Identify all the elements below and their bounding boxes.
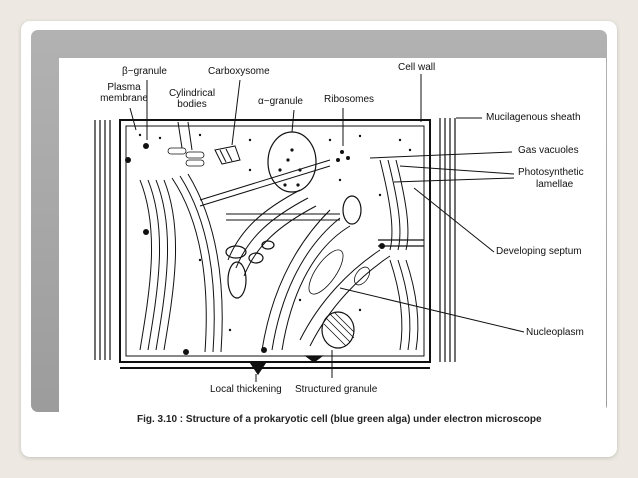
local-thickening-shape — [248, 361, 268, 376]
developing-septum-shape — [378, 239, 424, 247]
mucilagenous-sheath-label: Mucilagenous sheath — [486, 112, 581, 123]
cylindrical-bodies-label-line2: bodies — [177, 99, 207, 110]
right-sheath — [439, 118, 456, 362]
developing-septum-label: Developing septum — [496, 246, 582, 257]
structured-granule-label: Structured granule — [295, 384, 378, 395]
carboxysome-label: Carboxysome — [208, 66, 270, 77]
cylindrical-bodies-label-line1: Cylindrical — [168, 88, 216, 99]
gas-vacuoles-shapes — [225, 195, 362, 299]
left-sheath — [94, 120, 111, 360]
alpha-granule-label: α−granule — [258, 96, 303, 107]
carboxysome-shape — [214, 145, 241, 165]
plasma-membrane-outline — [125, 125, 425, 357]
plasma-membrane-label-line1: Plasma — [107, 82, 141, 93]
gas-vacuoles-label: Gas vacuoles — [518, 145, 579, 156]
cylindrical-bodies-shape — [167, 147, 205, 167]
cell-wall-label: Cell wall — [398, 62, 436, 73]
photosynthetic-lamellae-label-line2: lamellae — [536, 179, 574, 190]
photosynthetic-lamellae-label-line1: Photosynthetic — [518, 167, 584, 178]
beta-granule-label: β−granule — [122, 66, 167, 77]
plasma-membrane-label-line2: membrane — [100, 93, 148, 104]
alpha-granule-shape — [267, 131, 317, 193]
cytoplasm-dots — [125, 133, 412, 355]
nucleoplasm-label: Nucleoplasm — [526, 327, 584, 338]
local-thickening-label: Local thickening — [210, 384, 282, 395]
lamellae-bundles — [139, 159, 419, 353]
structured-granule-shape — [321, 311, 355, 349]
leader-lines — [129, 74, 525, 382]
cell-wall-outline — [119, 119, 431, 363]
figure-caption: Fig. 3.10 : Structure of a prokaryotic c… — [137, 414, 542, 425]
ribosomes-label: Ribosomes — [324, 94, 375, 105]
nucleoplasm-shape — [308, 249, 370, 295]
